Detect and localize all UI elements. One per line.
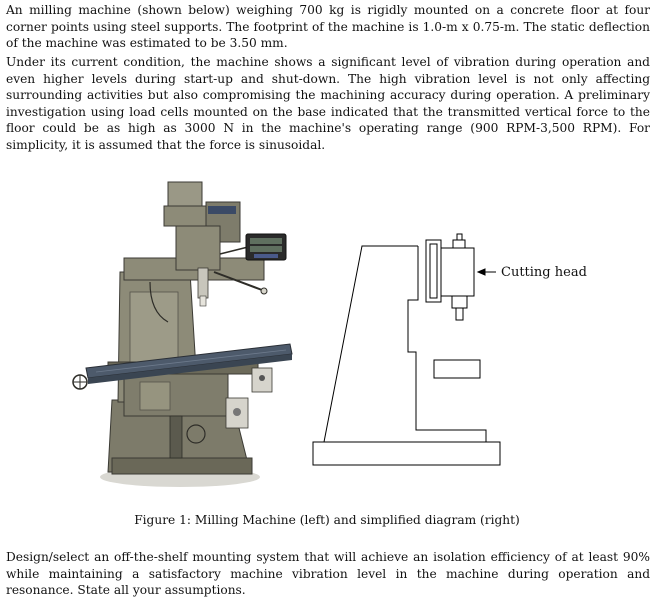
diagram-cutting-head	[440, 247, 475, 297]
figure-caption: Figure 1: Milling Machine (left) and sim…	[134, 513, 520, 527]
simplified-machine-diagram	[312, 233, 501, 466]
diagram-head-left-plate	[425, 239, 442, 303]
milling-machine-photo	[72, 181, 293, 487]
diagram-table	[433, 359, 481, 379]
problem-statement-paragraph: An milling machine (shown below) weighin…	[6, 3, 650, 51]
diagram-column-left	[323, 245, 418, 443]
problem-conditions-paragraph: Under its current condition, the machine…	[6, 55, 650, 152]
design-task-paragraph: Design/select an off-the-shelf mounting …	[6, 550, 650, 598]
diagram-column-right	[407, 246, 487, 442]
cutting-head-label: Cutting head	[501, 265, 587, 280]
figure-1: Cutting head	[0, 172, 654, 502]
diagram-base	[312, 441, 501, 466]
